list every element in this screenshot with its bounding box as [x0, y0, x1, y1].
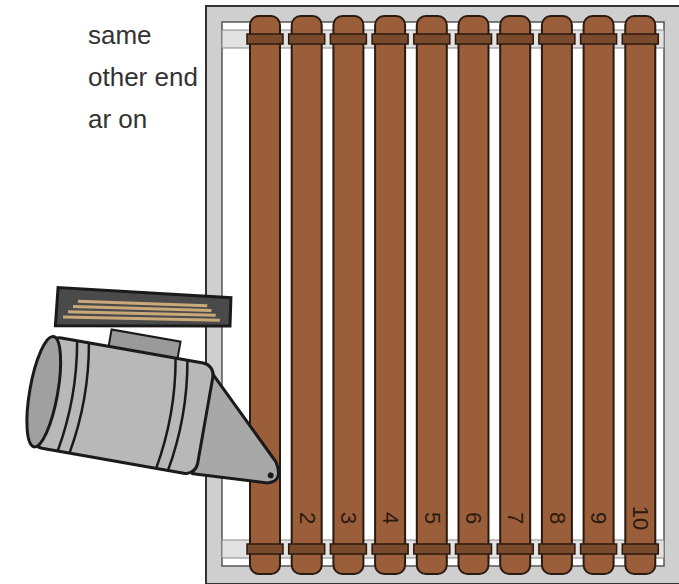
smoker [20, 266, 307, 489]
frame [330, 16, 366, 574]
nozzle-hole [267, 472, 274, 479]
frame [497, 16, 533, 574]
top-bar [542, 16, 572, 574]
top-bar [250, 16, 280, 574]
frame-lug [372, 34, 408, 44]
frame-lug [289, 544, 325, 554]
top-bar [292, 16, 322, 574]
top-bar [375, 16, 405, 574]
frame-number: 4 [379, 512, 401, 524]
frame-lug [456, 544, 492, 554]
frame-lug [414, 544, 450, 554]
hive-box [206, 6, 679, 584]
frames [247, 16, 658, 574]
frame [539, 16, 575, 574]
frame [622, 16, 658, 574]
frame-lug [456, 34, 492, 44]
frame-lug [497, 544, 533, 554]
top-bar [459, 16, 489, 574]
top-bar [500, 16, 530, 574]
frame-number: 9 [588, 512, 610, 524]
frame-lug [247, 544, 283, 554]
frame-number: 5 [421, 512, 443, 524]
frame-lug [622, 34, 658, 44]
frame-number: 6 [463, 512, 485, 524]
top-bar [417, 16, 447, 574]
frame-lug [622, 544, 658, 554]
frame-lug [539, 544, 575, 554]
frame-lug [581, 34, 617, 44]
frame-number: 8 [546, 512, 568, 524]
frame-number: 2 [296, 512, 318, 524]
frame-lug [330, 34, 366, 44]
frame [456, 16, 492, 574]
frame-lug [247, 34, 283, 44]
frame [247, 16, 283, 574]
frame [414, 16, 450, 574]
frame-lug [372, 544, 408, 554]
top-bar [584, 16, 614, 574]
frame-lug [539, 34, 575, 44]
smoker-end [20, 334, 67, 449]
frame [581, 16, 617, 574]
frame-lug [581, 544, 617, 554]
frame-lug [289, 34, 325, 44]
frame-lug [330, 544, 366, 554]
frame-lug [497, 34, 533, 44]
box-wall [206, 6, 679, 584]
top-bar [333, 16, 363, 574]
top-bar [625, 16, 655, 574]
frame-number: 10 [629, 506, 651, 530]
instruction-text: same other end ar on [88, 14, 204, 140]
frame [289, 16, 325, 574]
frame-number: 3 [337, 512, 359, 524]
frame-number: 7 [504, 512, 526, 524]
smoker-bands [58, 341, 193, 472]
frame [372, 16, 408, 574]
frame-lug [414, 34, 450, 44]
